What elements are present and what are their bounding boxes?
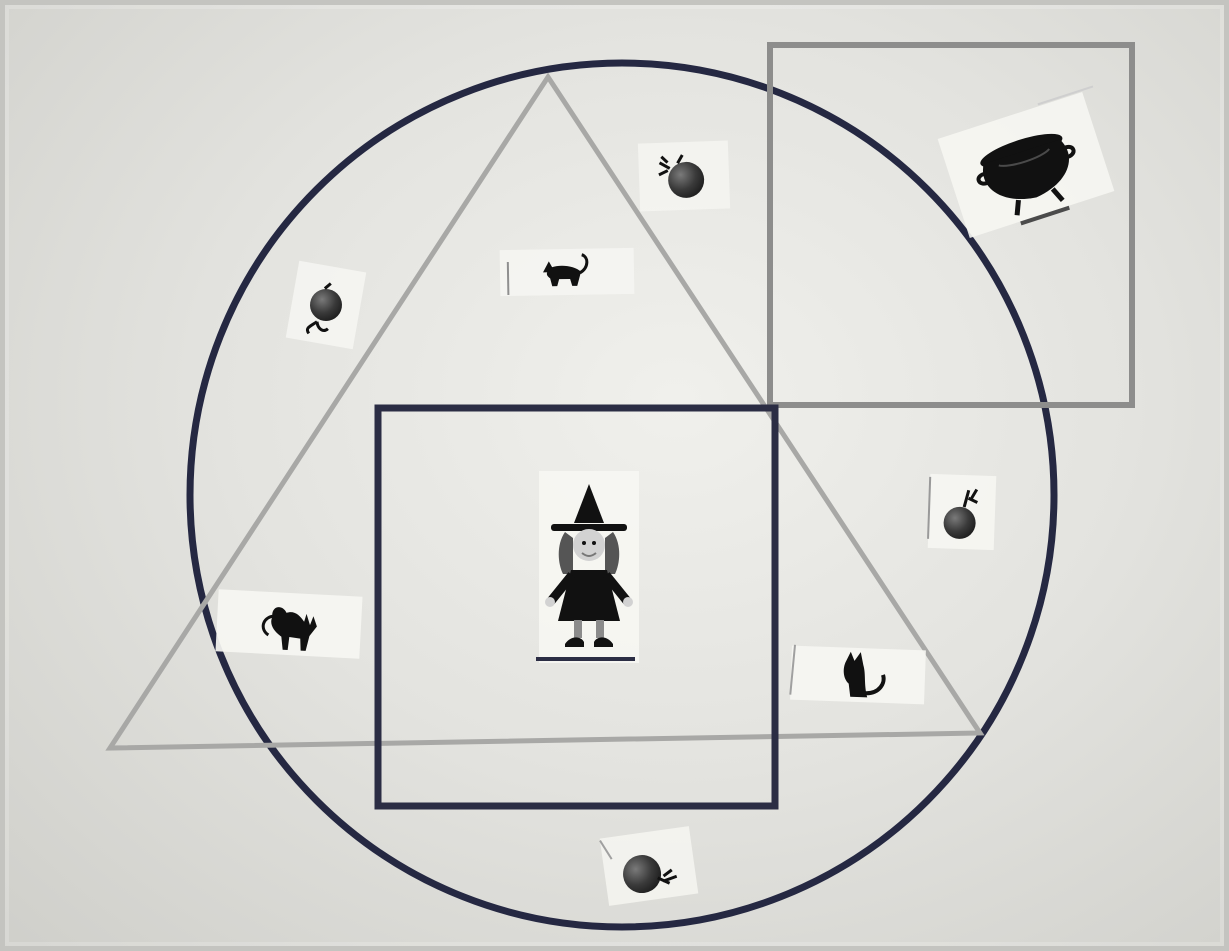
cauldron-card [937,86,1126,239]
pumpkin-card-right [928,474,997,550]
cat-card-top [500,248,635,296]
cat-card-lower-right [790,645,926,705]
pumpkin-card-top [638,140,730,211]
pumpkin-card-bottom [600,826,699,906]
pumpkin-card-top-left [286,261,367,350]
witch-card [536,471,639,663]
cat-card-left [215,589,362,658]
